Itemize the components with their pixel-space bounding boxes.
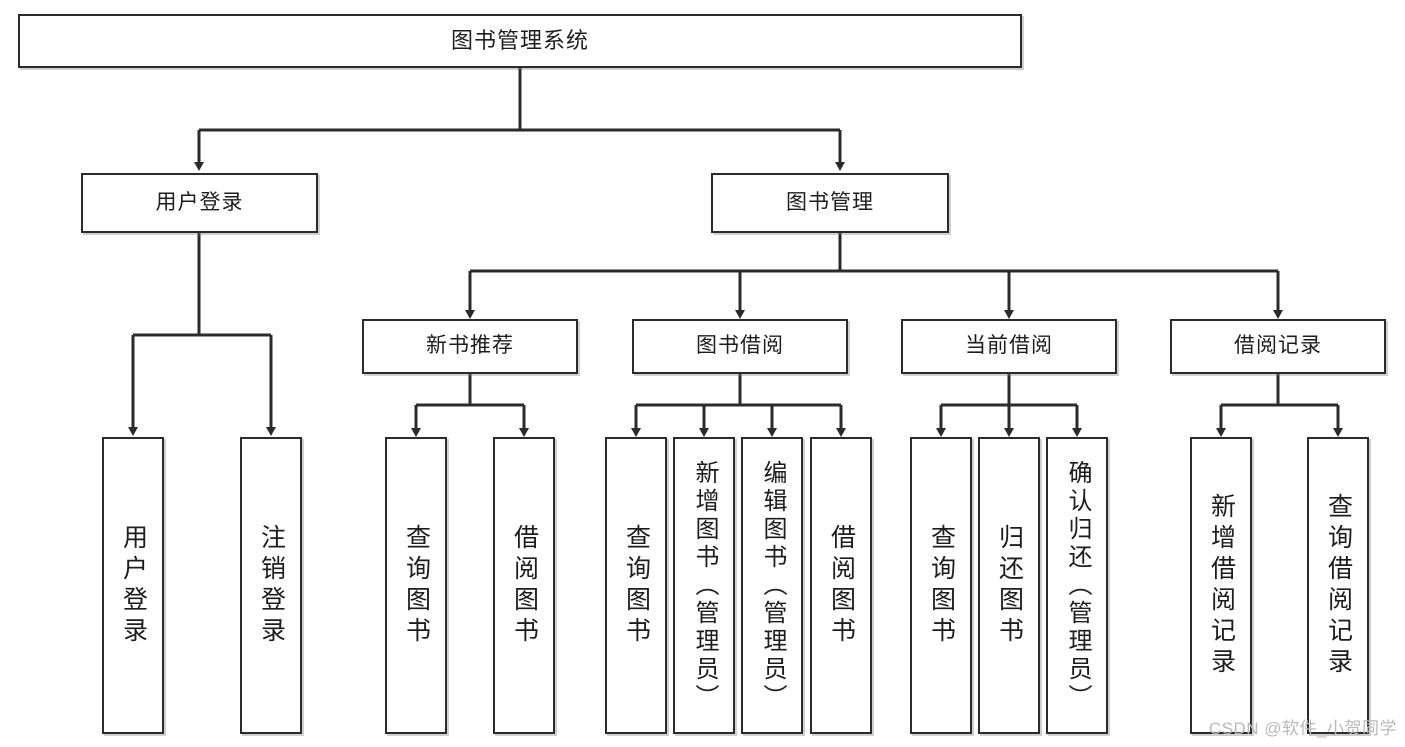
node-leaf-return-book[interactable]: 归还图书 <box>978 437 1040 734</box>
node-borrow-record[interactable]: 借阅记录 <box>1170 319 1386 374</box>
node-label: 新书推荐 <box>426 334 514 358</box>
node-label: 借阅图书 <box>510 523 539 648</box>
node-book-borrow[interactable]: 图书借阅 <box>632 319 848 374</box>
node-current-borrow[interactable]: 当前借阅 <box>901 319 1117 374</box>
node-label: 用户登录 <box>119 523 148 648</box>
node-leaf-borrow-book-recommend[interactable]: 借阅图书 <box>493 437 555 734</box>
node-leaf-add-book[interactable]: 新增图书（管理员） <box>673 437 735 734</box>
node-label: 用户登录 <box>155 190 244 214</box>
node-leaf-borrow-book[interactable]: 借阅图书 <box>810 437 872 734</box>
node-label: 借阅图书 <box>827 523 856 648</box>
node-leaf-user-login[interactable]: 用户登录 <box>102 437 164 734</box>
node-label: 新增图书（管理员） <box>691 459 718 712</box>
node-leaf-query-book-current[interactable]: 查询图书 <box>910 437 972 734</box>
node-label: 确认归还（管理员） <box>1064 459 1091 712</box>
node-leaf-query-book-recommend[interactable]: 查询图书 <box>385 437 447 734</box>
node-leaf-add-borrow-record[interactable]: 新增借阅记录 <box>1190 437 1252 734</box>
node-label: 查询图书 <box>927 523 956 648</box>
node-label: 编辑图书（管理员） <box>759 459 786 712</box>
node-leaf-edit-book[interactable]: 编辑图书（管理员） <box>741 437 803 734</box>
node-user-login[interactable]: 用户登录 <box>81 173 318 233</box>
node-label: 图书借阅 <box>696 334 784 358</box>
node-root-system[interactable]: 图书管理系统 <box>18 14 1022 68</box>
node-leaf-confirm-return[interactable]: 确认归还（管理员） <box>1046 437 1108 734</box>
node-leaf-query-book-borrow[interactable]: 查询图书 <box>605 437 667 734</box>
node-label: 借阅记录 <box>1234 334 1322 358</box>
node-label: 当前借阅 <box>965 334 1053 358</box>
node-label: 查询借阅记录 <box>1324 492 1353 679</box>
node-new-book-recommend[interactable]: 新书推荐 <box>362 319 578 374</box>
node-label: 新增借阅记录 <box>1207 492 1236 679</box>
node-label: 图书管理 <box>786 190 874 214</box>
node-leaf-logout[interactable]: 注销登录 <box>240 437 302 734</box>
node-label: 查询图书 <box>402 523 431 648</box>
node-label: 归还图书 <box>995 523 1024 648</box>
node-label: 图书管理系统 <box>450 28 589 54</box>
node-leaf-query-borrow-record[interactable]: 查询借阅记录 <box>1307 437 1369 734</box>
node-label: 查询图书 <box>622 523 651 648</box>
node-book-manage[interactable]: 图书管理 <box>711 173 949 233</box>
node-label: 注销登录 <box>257 523 286 648</box>
